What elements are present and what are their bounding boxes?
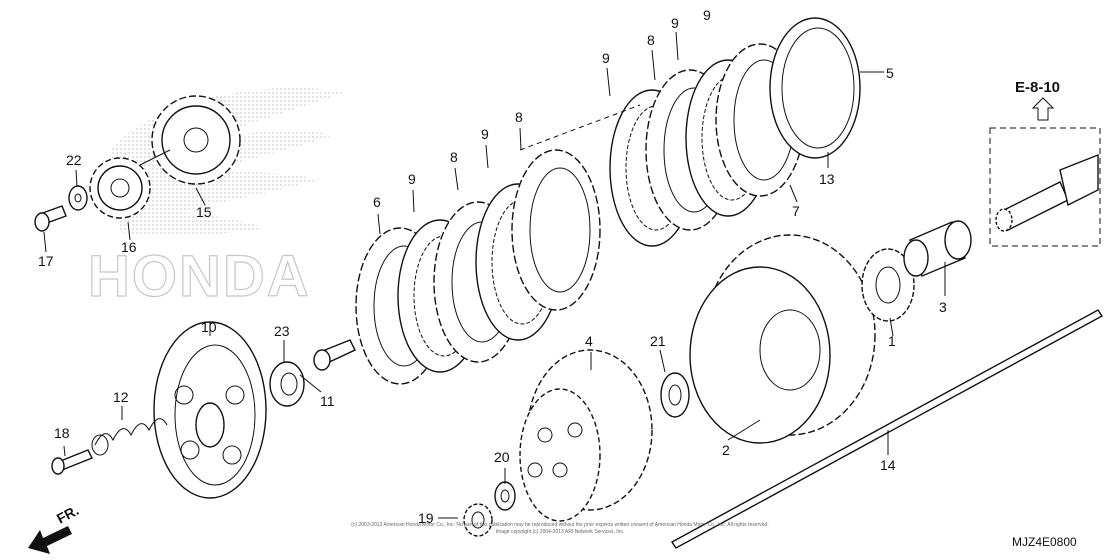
callout-11[interactable]: 11 — [320, 393, 335, 409]
callout-9d[interactable]: 9 — [671, 15, 679, 31]
callout-9a[interactable]: 9 — [408, 171, 416, 187]
part-washer-22[interactable] — [68, 185, 88, 211]
callout-8c[interactable]: 8 — [647, 32, 655, 48]
callout-6[interactable]: 6 — [373, 194, 381, 210]
part-gear-1[interactable] — [861, 248, 915, 322]
part-washer-20[interactable] — [494, 481, 516, 511]
callout-9e[interactable]: 9 — [703, 7, 711, 23]
part-bolt-18[interactable] — [51, 449, 93, 475]
callout-13[interactable]: 13 — [819, 171, 835, 187]
callout-15[interactable]: 15 — [196, 204, 212, 220]
callout-8a[interactable]: 8 — [450, 149, 458, 165]
part-clutch-outer-2[interactable] — [689, 234, 876, 444]
part-judder-ring-5[interactable] — [769, 17, 861, 159]
callout-19[interactable]: 19 — [418, 510, 434, 526]
reference-detail-box — [989, 127, 1101, 247]
callout-labels: 1 2 3 4 5 6 7 8 8 8 9 9 9 9 9 10 11 12 1… — [38, 7, 947, 526]
callout-9c[interactable]: 9 — [602, 50, 610, 66]
honda-wordmark-watermark: HONDA — [88, 244, 311, 309]
callout-4[interactable]: 4 — [585, 333, 593, 349]
clutch-plate-stack — [355, 17, 861, 385]
callout-21[interactable]: 21 — [650, 333, 666, 349]
part-push-rod-14[interactable] — [670, 309, 1104, 549]
callout-22[interactable]: 22 — [66, 152, 82, 168]
callout-3[interactable]: 3 — [939, 299, 947, 315]
callout-7[interactable]: 7 — [792, 203, 800, 219]
callout-16[interactable]: 16 — [121, 239, 137, 255]
part-friction-disc-8b[interactable] — [511, 149, 601, 311]
callout-10[interactable]: 10 — [201, 319, 217, 335]
part-sprocket-15[interactable] — [151, 95, 241, 185]
callout-leader-lines — [43, 31, 946, 519]
callout-9b[interactable]: 9 — [481, 126, 489, 142]
part-bolt-17[interactable] — [34, 205, 67, 232]
part-lifter-piece-11[interactable] — [313, 339, 356, 371]
callout-17[interactable]: 17 — [38, 253, 54, 269]
part-clutch-center-4[interactable] — [519, 349, 653, 522]
reference-label[interactable]: E-8-10 — [1015, 79, 1060, 96]
part-collar-3[interactable] — [903, 220, 972, 277]
copyright-line-1: (c) 2003-2013 American Honda Motor Co., … — [351, 522, 768, 528]
callout-8b[interactable]: 8 — [515, 109, 523, 125]
callout-1[interactable]: 1 — [888, 333, 896, 349]
callout-18[interactable]: 18 — [54, 425, 70, 441]
front-direction-arrow-icon — [28, 526, 72, 554]
callout-14[interactable]: 14 — [880, 457, 896, 473]
callout-23[interactable]: 23 — [274, 323, 290, 339]
callout-5[interactable]: 5 — [886, 65, 894, 81]
diagram-code: MJZ4E0800 — [1012, 535, 1077, 549]
callout-2[interactable]: 2 — [722, 442, 730, 458]
part-lock-nut-19[interactable] — [463, 503, 493, 537]
front-direction-label: FR. — [54, 502, 81, 527]
callout-20[interactable]: 20 — [494, 449, 510, 465]
callout-12[interactable]: 12 — [113, 389, 129, 405]
copyright-line-2: Image copyright (c) 2004-2013 ARI Networ… — [496, 529, 625, 535]
part-spring-12[interactable] — [91, 418, 168, 456]
part-bearing-23[interactable] — [269, 361, 305, 407]
up-arrow-icon — [1031, 97, 1055, 121]
part-sprocket-16[interactable] — [89, 157, 151, 219]
part-pressure-plate-10[interactable] — [153, 321, 267, 499]
part-thrust-washer-21[interactable] — [660, 372, 690, 418]
